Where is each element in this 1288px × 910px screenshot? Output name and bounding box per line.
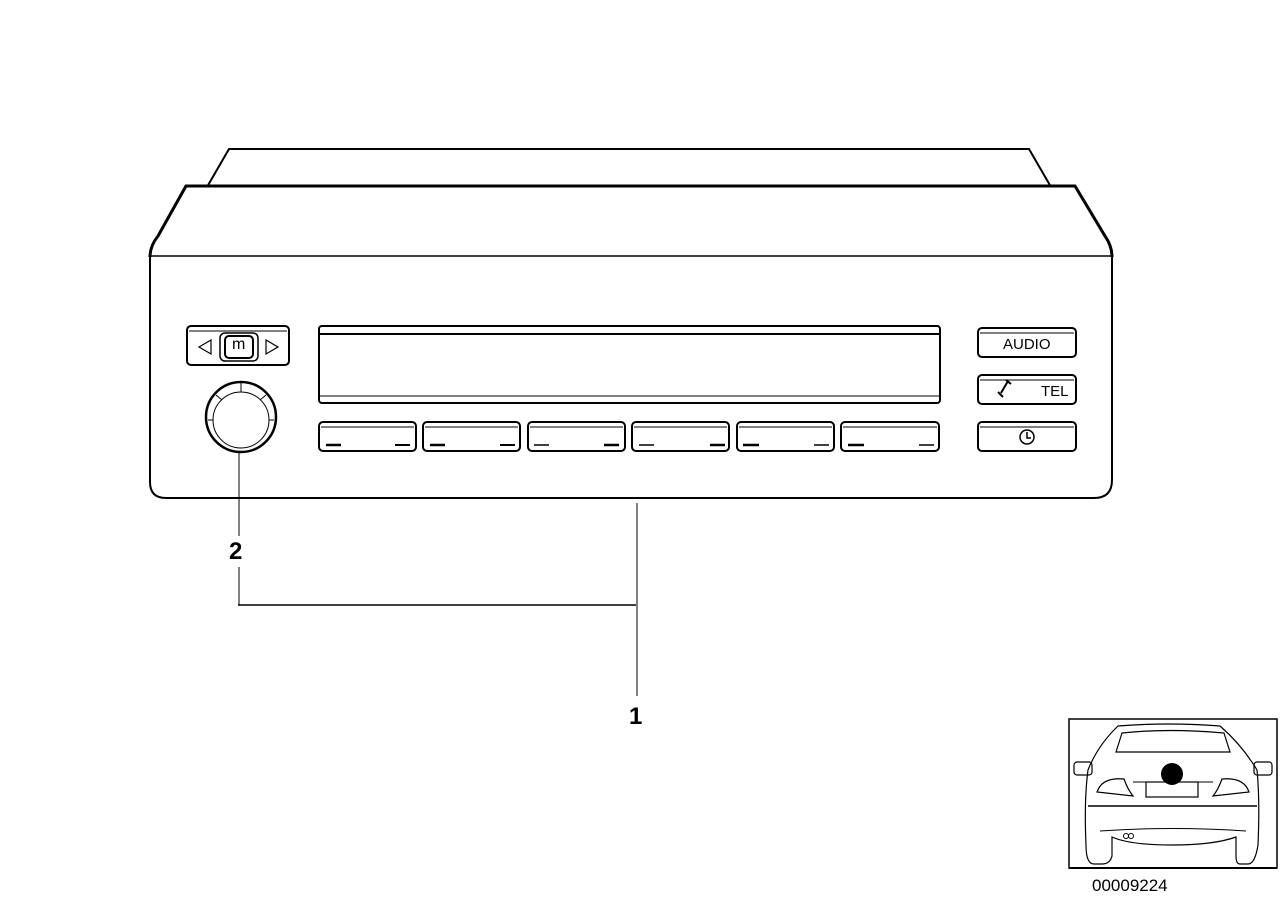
soft-key-5[interactable] xyxy=(736,421,835,452)
soft-key-1[interactable] xyxy=(318,421,417,452)
mode-button-label: m xyxy=(232,336,246,353)
panel-bezel xyxy=(148,184,1114,499)
clock-button[interactable] xyxy=(977,421,1077,452)
soft-key-2[interactable] xyxy=(422,421,521,452)
audio-button-label: AUDIO xyxy=(1003,336,1051,353)
callout-lines xyxy=(238,452,638,696)
soft-key-6[interactable] xyxy=(840,421,940,452)
vehicle-locator-inset xyxy=(1068,718,1278,869)
right-arrow-icon xyxy=(265,338,280,356)
exhaust-icon xyxy=(1123,833,1129,839)
tel-button[interactable] xyxy=(977,374,1077,405)
callout-1: 1 xyxy=(629,703,643,730)
audio-button[interactable] xyxy=(977,327,1077,358)
mode-button[interactable] xyxy=(186,325,290,366)
location-dot-icon xyxy=(1161,763,1183,785)
phone-handset-icon xyxy=(997,379,1012,398)
left-arrow-icon xyxy=(197,338,212,356)
soft-key-3[interactable] xyxy=(527,421,626,452)
soft-key-4[interactable] xyxy=(631,421,730,452)
soft-keys xyxy=(318,421,940,452)
reference-code: 00009224 xyxy=(1092,876,1168,895)
clock-icon xyxy=(1019,429,1035,445)
lcd-display xyxy=(318,325,941,404)
callout-2: 2 xyxy=(229,538,243,565)
rotary-knob[interactable] xyxy=(204,380,278,454)
right-buttons xyxy=(977,327,1077,452)
housing-top xyxy=(206,148,1052,188)
tel-button-label: TEL xyxy=(1041,383,1069,400)
